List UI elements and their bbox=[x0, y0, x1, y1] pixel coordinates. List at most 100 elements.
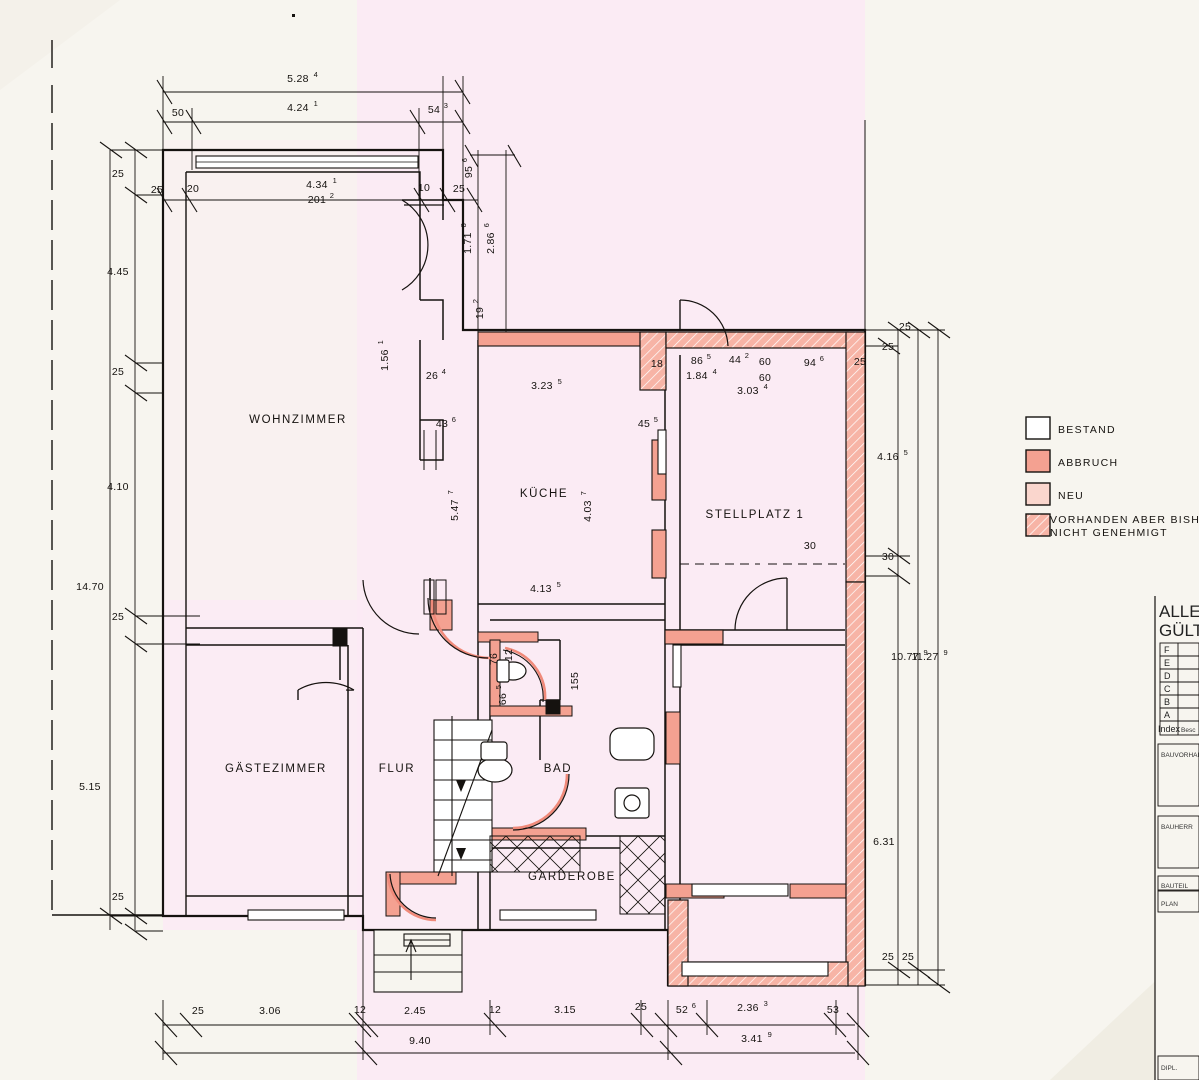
dimension-right_chain-2: 4.16 bbox=[877, 451, 899, 463]
dimension-interior-23-superscript: 5 bbox=[494, 685, 503, 689]
title-block-field-dipl: DIPL. bbox=[1161, 1065, 1177, 1072]
title-block-field-bauteil: BAUTEIL bbox=[1161, 883, 1188, 890]
dimension-bottom_chain-9: 53 bbox=[827, 1004, 839, 1016]
title-block-field-bauherr: BAUHERR bbox=[1161, 824, 1193, 831]
dimension-interior-11: 1.84 bbox=[686, 370, 708, 382]
dimension-interior-8: 45 bbox=[638, 418, 650, 430]
dimension-bottom_chain-8: 2.36 bbox=[737, 1002, 759, 1014]
dimension-right_chain-4-superscript: 9 bbox=[924, 648, 928, 657]
dimension-right_chain-6: 6.31 bbox=[873, 836, 895, 848]
dimension-right_chain-7: 25 bbox=[882, 951, 894, 963]
room-label-garderobe: GARDEROBE bbox=[528, 871, 616, 883]
room-label-bad: BAD bbox=[544, 763, 572, 775]
dimension-interior-18: 5.47 bbox=[449, 499, 461, 521]
dimension-interior-4: 1.56 bbox=[379, 349, 391, 371]
title-block-heading-2: GÜLTIG bbox=[1159, 621, 1199, 640]
title-block-index-d: D bbox=[1164, 671, 1171, 681]
dimension-right_chain-3: 30 bbox=[882, 551, 894, 563]
property-line bbox=[51, 40, 163, 916]
room-label-stellplatz-1: STELLPLATZ 1 bbox=[706, 509, 805, 521]
dimension-top_chain_3-3: 201 bbox=[308, 194, 326, 206]
dimension-left_chain-7: 14.70 bbox=[76, 581, 104, 593]
dimension-top_chain_2-0: 50 bbox=[172, 107, 184, 119]
dimension-top_chain_1-0: 5.28 bbox=[287, 73, 309, 85]
dimension-bottom_chain-8-superscript: 3 bbox=[764, 999, 768, 1008]
windows bbox=[247, 429, 829, 977]
dimension-interior-17-superscript: 4 bbox=[764, 382, 768, 391]
legend-label-unapproved-line1: VORHANDEN ABER BISHER bbox=[1050, 514, 1199, 526]
legend-label-abbruch: ABBRUCH bbox=[1058, 457, 1118, 469]
dimension-top_chain_1-0-superscript: 4 bbox=[314, 70, 318, 79]
dimension-interior-15: 94 bbox=[804, 357, 816, 369]
dimension-bottom_chain-7: 52 bbox=[676, 1004, 688, 1016]
room-label-wohnzimmer: WOHNZIMMER bbox=[249, 414, 347, 426]
dimension-interior-21: 76 bbox=[488, 653, 500, 665]
legend-swatch-bestand bbox=[1025, 416, 1051, 440]
title-block-index-f: F bbox=[1164, 645, 1170, 655]
dimension-right_chain-5-superscript: 9 bbox=[944, 648, 948, 657]
dimension-interior-0-superscript: 6 bbox=[460, 158, 469, 162]
dimension-interior-19-superscript: 7 bbox=[579, 491, 588, 495]
ink-mark bbox=[292, 14, 295, 17]
dimension-interior-13: 60 bbox=[759, 356, 771, 368]
room-label-kueche: KÜCHE bbox=[520, 488, 568, 500]
dimension-bottom_chain-11: 3.41 bbox=[741, 1033, 763, 1045]
dimension-left_chain-2: 25 bbox=[112, 366, 124, 378]
dimension-bottom_chain-0: 25 bbox=[192, 1005, 204, 1017]
title-block-index-header: Index bbox=[1158, 724, 1181, 734]
dimension-right_chain-1: 25 bbox=[882, 341, 894, 353]
highlight-overlay bbox=[163, 0, 865, 1080]
room-label-gaestezimmer: GÄSTEZIMMER bbox=[225, 763, 327, 775]
dimension-interior-25: 30 bbox=[804, 540, 816, 552]
legend-label-unapproved-line2: NICHT GENEHMIGT bbox=[1050, 527, 1168, 539]
dimension-interior-18-superscript: 7 bbox=[446, 490, 455, 494]
dimension-bottom_chain-11-superscript: 9 bbox=[768, 1030, 772, 1039]
title-block-index-c: C bbox=[1164, 684, 1171, 694]
dimension-interior-19: 4.03 bbox=[582, 500, 594, 522]
title-block-heading-1: ALLE bbox=[1159, 602, 1199, 621]
legend-label-bestand: BESTAND bbox=[1058, 424, 1116, 436]
dimension-left_chain-0: 25 bbox=[112, 168, 124, 180]
room-label-flur: FLUR bbox=[379, 763, 415, 775]
dimension-interior-5-superscript: 4 bbox=[442, 367, 446, 376]
dimension-interior-1-superscript: 8 bbox=[459, 223, 468, 227]
dimension-interior-12: 44 bbox=[729, 354, 741, 366]
dimension-left_chain-6: 25 bbox=[112, 891, 124, 903]
dimension-interior-11-superscript: 4 bbox=[713, 367, 717, 376]
dimension-interior-7: 3.23 bbox=[531, 380, 553, 392]
title-block-index-b: B bbox=[1164, 697, 1170, 707]
dimension-interior-9: 18 bbox=[651, 358, 663, 370]
dimension-bottom_chain-7-superscript: 6 bbox=[692, 1001, 696, 1010]
dimension-interior-23: 66 bbox=[497, 693, 509, 705]
dimension-interior-1: 1.71 bbox=[462, 232, 474, 254]
dimension-right_chain-4: 10.77 bbox=[891, 651, 919, 663]
title-block-index-a: A bbox=[1164, 710, 1170, 720]
legend-swatch-neu bbox=[1025, 482, 1051, 506]
dimension-top_chain_2-2: 54 bbox=[428, 104, 440, 116]
wall-detail-lines bbox=[332, 430, 845, 715]
dimension-bottom_chain-1: 3.06 bbox=[259, 1005, 281, 1017]
dimension-left_chain-5: 5.15 bbox=[79, 781, 101, 793]
dimension-interior-20: 4.13 bbox=[530, 583, 552, 595]
dimension-interior-6: 43 bbox=[436, 418, 448, 430]
dimension-left_chain-1: 4.45 bbox=[107, 266, 129, 278]
dimension-interior-2: 2.86 bbox=[485, 232, 497, 254]
dimension-bottom_chain-2: 12 bbox=[354, 1004, 366, 1016]
title-block-index-table bbox=[1159, 642, 1199, 736]
dimension-interior-16: 25 bbox=[854, 356, 866, 368]
dimension-interior-10-superscript: 5 bbox=[707, 352, 711, 361]
dimension-interior-3-superscript: 2 bbox=[471, 299, 480, 303]
dimension-bottom_chain-3: 2.45 bbox=[404, 1005, 426, 1017]
dimension-top_chain_2-1-superscript: 1 bbox=[314, 99, 318, 108]
dimension-top_chain_2-1: 4.24 bbox=[287, 102, 309, 114]
legend-label-neu: NEU bbox=[1058, 490, 1084, 502]
dimension-interior-20-superscript: 5 bbox=[557, 580, 561, 589]
dimension-top_chain_3-2-superscript: 1 bbox=[333, 176, 337, 185]
dimension-interior-2-superscript: 6 bbox=[482, 223, 491, 227]
dimension-bottom_chain-6: 25 bbox=[635, 1001, 647, 1013]
title-block: ALLE GÜLTIG F E D C B A Index Besc BAUVO… bbox=[1154, 596, 1199, 1080]
dimension-top_chain_3-3-superscript: 2 bbox=[330, 191, 334, 200]
dimension-interior-0: 95 bbox=[463, 166, 475, 178]
dimension-top_chain_3-0: 25 bbox=[151, 184, 163, 196]
